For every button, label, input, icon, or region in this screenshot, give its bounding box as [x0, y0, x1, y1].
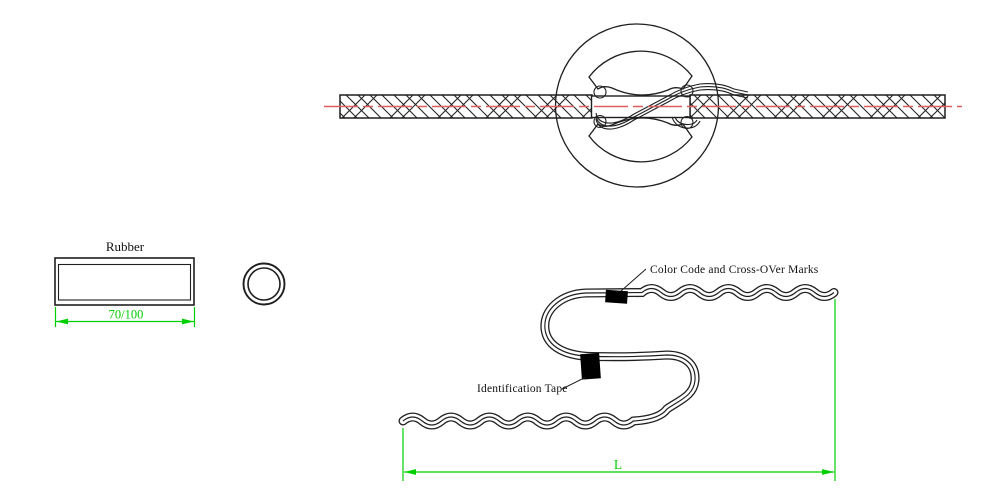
dimension-70-100: 70/100 — [54, 307, 196, 327]
rubber-inner-wall — [57, 263, 192, 301]
length-dimension-label: L — [614, 457, 622, 472]
arrowhead-left — [404, 469, 416, 475]
arrowhead-left — [56, 318, 68, 325]
detail-outer-circle — [554, 23, 720, 188]
rubber-outline — [54, 257, 195, 306]
rubber-end-view — [242, 262, 286, 306]
rubber-dimension-text: 70/100 — [109, 308, 144, 322]
dimension-L: L — [402, 299, 836, 481]
crossover-strands — [595, 83, 749, 130]
end-view-outer-circle — [242, 262, 286, 306]
color-code-mark — [605, 289, 628, 304]
color-code-leader — [620, 268, 647, 292]
identification-tape-mark — [580, 352, 601, 380]
crossover-under-hook — [671, 116, 701, 129]
arrowhead-right — [182, 318, 194, 325]
detail-view — [324, 23, 962, 188]
rubber-side-view: Rubber 70/100 — [54, 239, 196, 327]
tie-rod-band — [398, 284, 839, 430]
tie-rod-figure: Color Code and Cross-OVer Marks Identifi… — [398, 264, 839, 481]
arrowhead-right — [822, 469, 834, 475]
identification-tape-label: Identification Tape — [477, 383, 568, 395]
rubber-label: Rubber — [106, 239, 145, 254]
color-code-label: Color Code and Cross-OVer Marks — [650, 264, 819, 276]
upper-clamp — [588, 50, 693, 96]
end-view-inner-circle — [247, 267, 281, 301]
identification-tape-leader — [561, 377, 586, 390]
